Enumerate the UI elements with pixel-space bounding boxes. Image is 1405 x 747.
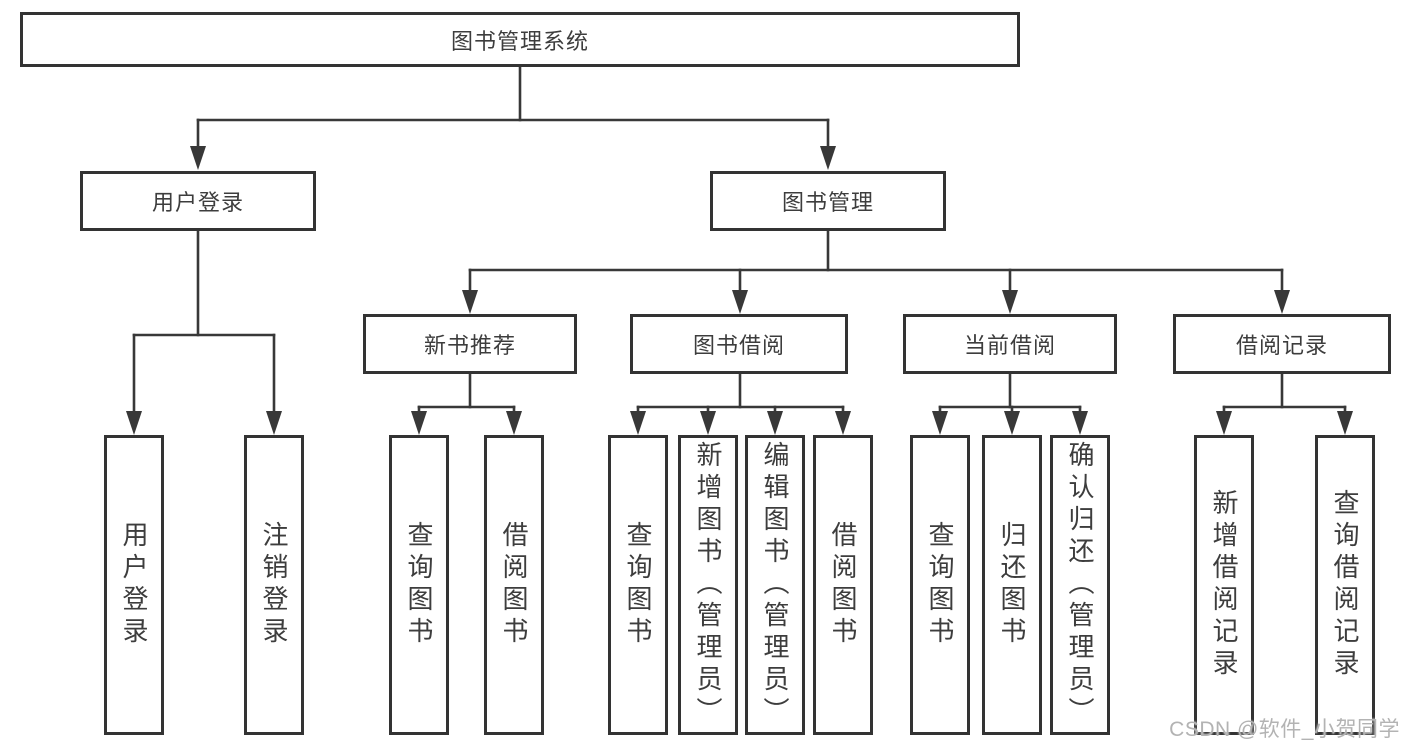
node-label: 用户登录 — [151, 190, 244, 215]
node-label: 查询图书 — [404, 521, 434, 649]
node-label: 借阅记录 — [1235, 333, 1328, 358]
node-label: 编辑图书（管理员） — [760, 441, 790, 729]
node-label: 用户登录 — [119, 521, 149, 649]
csdn-watermark: CSDN @软件_小贺同学 — [1169, 718, 1400, 741]
leaf-user-login: 用户登录 — [104, 435, 164, 735]
leaf-borrow-borrow-books: 借阅图书 — [813, 435, 873, 735]
node-label: 确认归还（管理员） — [1065, 441, 1095, 729]
node-label: 新书推荐 — [423, 333, 516, 358]
node-label: 借阅图书 — [828, 521, 858, 649]
node-label: 新增图书（管理员） — [693, 441, 723, 729]
leaf-current-query-books: 查询图书 — [910, 435, 970, 735]
node-current-borrowing: 当前借阅 — [903, 314, 1117, 374]
leaf-newrec-query-books: 查询图书 — [389, 435, 449, 735]
node-label: 归还图书 — [997, 521, 1027, 649]
node-label: 查询图书 — [623, 521, 653, 649]
leaf-newrec-borrow-books: 借阅图书 — [484, 435, 544, 735]
node-label: 查询借阅记录 — [1330, 489, 1360, 681]
node-label: 注销登录 — [259, 521, 289, 649]
node-label: 查询图书 — [925, 521, 955, 649]
node-label: 当前借阅 — [963, 333, 1056, 358]
node-label: 新增借阅记录 — [1209, 489, 1239, 681]
node-label: 图书借阅 — [692, 333, 785, 358]
node-label: 借阅图书 — [499, 521, 529, 649]
leaf-borrow-edit-books-admin: 编辑图书（管理员） — [745, 435, 805, 735]
node-user-login: 用户登录 — [80, 171, 316, 231]
node-label: 图书管理 — [781, 190, 874, 215]
leaf-current-confirm-return-admin: 确认归还（管理员） — [1050, 435, 1110, 735]
node-book-borrowing: 图书借阅 — [630, 314, 848, 374]
leaf-records-add-record: 新增借阅记录 — [1194, 435, 1254, 735]
node-book-management-system: 图书管理系统 — [20, 12, 1020, 67]
node-label: 图书管理系统 — [450, 28, 589, 54]
node-borrowing-records: 借阅记录 — [1173, 314, 1391, 374]
leaf-borrow-add-books-admin: 新增图书（管理员） — [678, 435, 738, 735]
leaf-logout-login: 注销登录 — [244, 435, 304, 735]
leaf-records-query-record: 查询借阅记录 — [1315, 435, 1375, 735]
node-new-book-recommendation: 新书推荐 — [363, 314, 577, 374]
leaf-borrow-query-books: 查询图书 — [608, 435, 668, 735]
leaf-current-return-books: 归还图书 — [982, 435, 1042, 735]
node-book-management: 图书管理 — [710, 171, 946, 231]
